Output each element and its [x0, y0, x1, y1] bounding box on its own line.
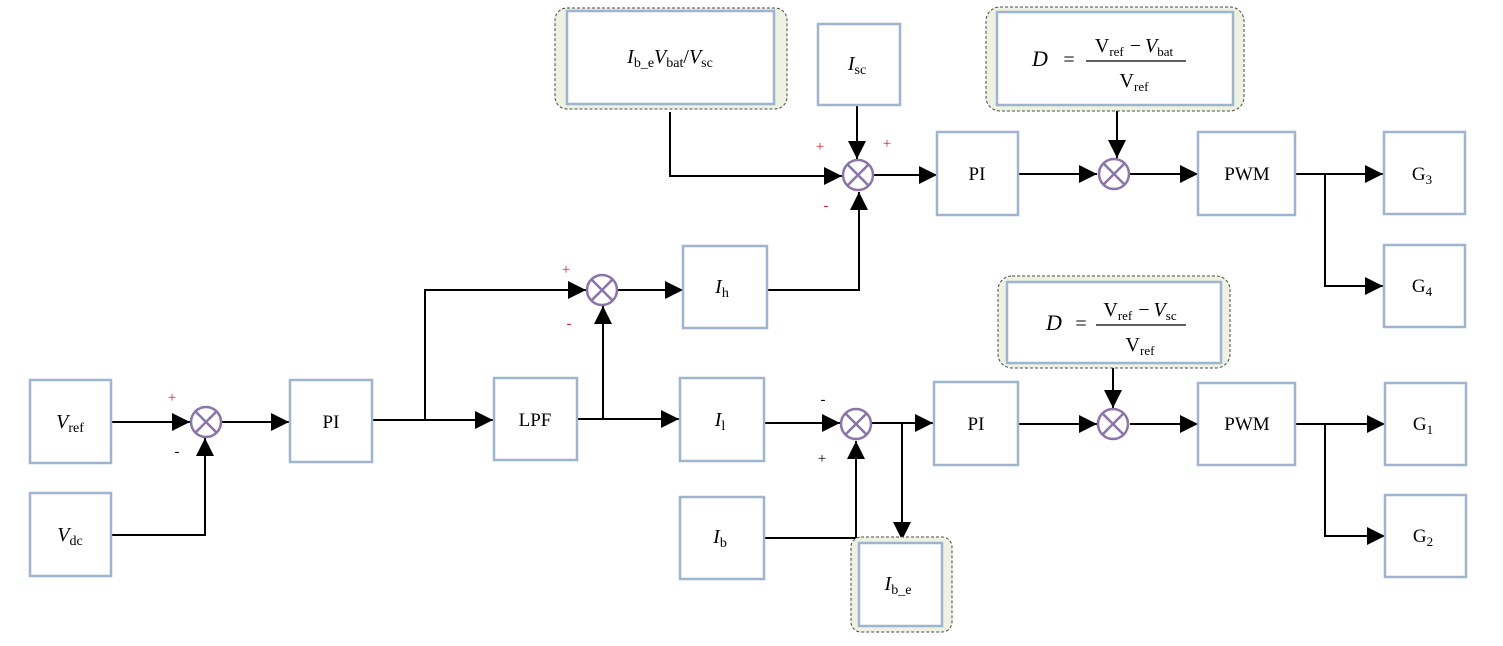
- sum1-plus-sign: +: [168, 390, 176, 406]
- refcalc-label: Ib_eVbat/Vsc: [626, 46, 713, 71]
- il-label: Il: [714, 409, 726, 434]
- vdc-block: [28, 491, 113, 578]
- sum4-plus-right-sign: +: [883, 136, 891, 152]
- line-refcalc-sum4: [669, 112, 842, 185]
- duty-top-block: [995, 10, 1235, 107]
- sum4-plus-left-sign: +: [816, 139, 824, 155]
- duty-top-denominator: Vref: [1120, 70, 1150, 94]
- il-block: [678, 376, 766, 463]
- line-pi-sum2: [424, 281, 586, 420]
- pi-bottom-label: PI: [968, 414, 985, 435]
- ib-label: Ib: [712, 526, 727, 551]
- ibe-block: [857, 541, 944, 628]
- isc-label: Isc: [847, 53, 866, 78]
- refcalc-block: [565, 9, 776, 106]
- duty-top-d: D: [1031, 46, 1048, 71]
- sum-junction-1: [189, 405, 223, 439]
- sum-junction-4: [841, 158, 875, 192]
- duty-bottom-d: D: [1045, 310, 1062, 335]
- pwm-top-label: PWM: [1224, 164, 1270, 185]
- g1-label: G1: [1413, 414, 1433, 437]
- sum1-minus-sign: -: [175, 444, 180, 460]
- duty-top-numerator: Vref−Vbat: [1095, 35, 1174, 59]
- pi-main-label: PI: [323, 412, 340, 433]
- line-ih-sum4: [767, 192, 868, 291]
- sum4-minus-sign: -: [824, 198, 829, 214]
- sum2-minus-sign: -: [567, 316, 572, 332]
- line-ib-sum3: [764, 441, 865, 539]
- pwm-bottom-block: [1196, 381, 1297, 467]
- line-pwm-g2: [1324, 424, 1385, 545]
- multiplier-top: [1097, 157, 1131, 191]
- sum-junction-2: [585, 273, 619, 307]
- g4-block: [1382, 243, 1467, 329]
- ih-block: [681, 244, 769, 330]
- ibe-label: Ib_e: [884, 573, 912, 598]
- sum3-plus-sign: +: [818, 451, 826, 467]
- pi-main-block: [288, 378, 374, 464]
- g2-label: G2: [1413, 526, 1433, 549]
- sum2-plus-sign: +: [562, 262, 570, 278]
- g1-block: [1383, 381, 1468, 467]
- pi-top-block: [935, 130, 1020, 217]
- sum3-minus-sign: -: [821, 392, 826, 408]
- vref-block: [28, 378, 113, 465]
- pwm-bottom-label: PWM: [1224, 414, 1270, 435]
- duty-bottom-denominator: Vref: [1126, 334, 1156, 358]
- line-vdc-sum1: [111, 438, 214, 536]
- sum-junction-3: [839, 407, 873, 441]
- signal-lines: [111, 106, 1385, 545]
- ih-label: Ih: [714, 276, 729, 301]
- isc-block: [816, 22, 902, 107]
- ib-block: [678, 495, 766, 581]
- lpf-block: [492, 376, 579, 462]
- duty-bottom-block: [1005, 280, 1223, 365]
- pwm-top-block: [1196, 130, 1297, 217]
- g3-label: G3: [1412, 164, 1432, 187]
- g2-block: [1383, 493, 1468, 579]
- duty-top-eq: =: [1063, 49, 1074, 71]
- duty-bottom-numerator: Vref−Vsc: [1103, 299, 1176, 323]
- g4-label: G4: [1412, 276, 1433, 299]
- g3-block: [1382, 130, 1467, 216]
- pi-top-label: PI: [969, 164, 986, 185]
- duty-bottom-eq: =: [1075, 313, 1086, 335]
- pi-bottom-block: [932, 380, 1020, 467]
- vref-label: Vref: [56, 411, 84, 436]
- line-pwm-g4: [1324, 174, 1383, 295]
- vdc-label: Vdc: [57, 524, 82, 549]
- lpf-label: LPF: [519, 410, 552, 431]
- multiplier-bottom: [1096, 407, 1130, 441]
